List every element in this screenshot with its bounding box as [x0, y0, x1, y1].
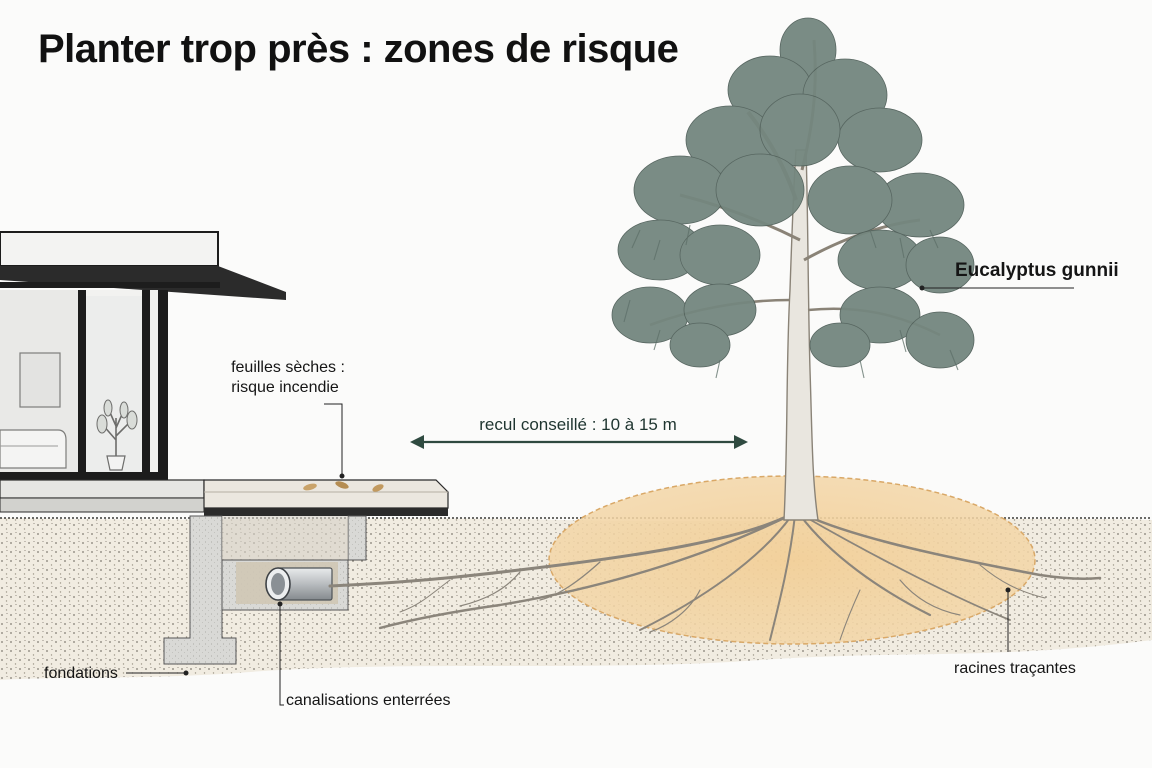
tree-roots: [328, 513, 1102, 641]
dry-leaves-leader-dot: [339, 473, 345, 479]
pipes-leader-dot: [277, 601, 283, 607]
eucalyptus-tree: [611, 17, 975, 521]
roots-leader-dot: [1005, 587, 1011, 593]
dry-leaves-leader: [324, 403, 343, 476]
tree-name-leader-dot: [919, 285, 925, 291]
page-title: Planter trop près : zones de risque: [38, 27, 678, 71]
setback-arrow: [410, 435, 748, 449]
dry-leaves-label-line1: feuilles sèches :: [231, 359, 345, 376]
setback-label: recul conseillé : 10 à 15 m: [479, 415, 677, 434]
house: [0, 231, 286, 513]
dry-leaves: [303, 481, 384, 492]
tree-name-label: Eucalyptus gunnii: [955, 260, 1119, 281]
pipes-label: canalisations enterrées: [286, 692, 451, 709]
roots-label: racines traçantes: [954, 660, 1076, 677]
pipe-trench: [221, 516, 349, 611]
dry-leaves-label-line2: risque incendie: [231, 379, 339, 396]
foundations-label: fondations: [44, 665, 118, 682]
deck: [203, 479, 449, 516]
foundation-footing: [163, 515, 367, 665]
pipes-leader: [279, 604, 284, 706]
foundations-leader-dot: [183, 670, 189, 676]
